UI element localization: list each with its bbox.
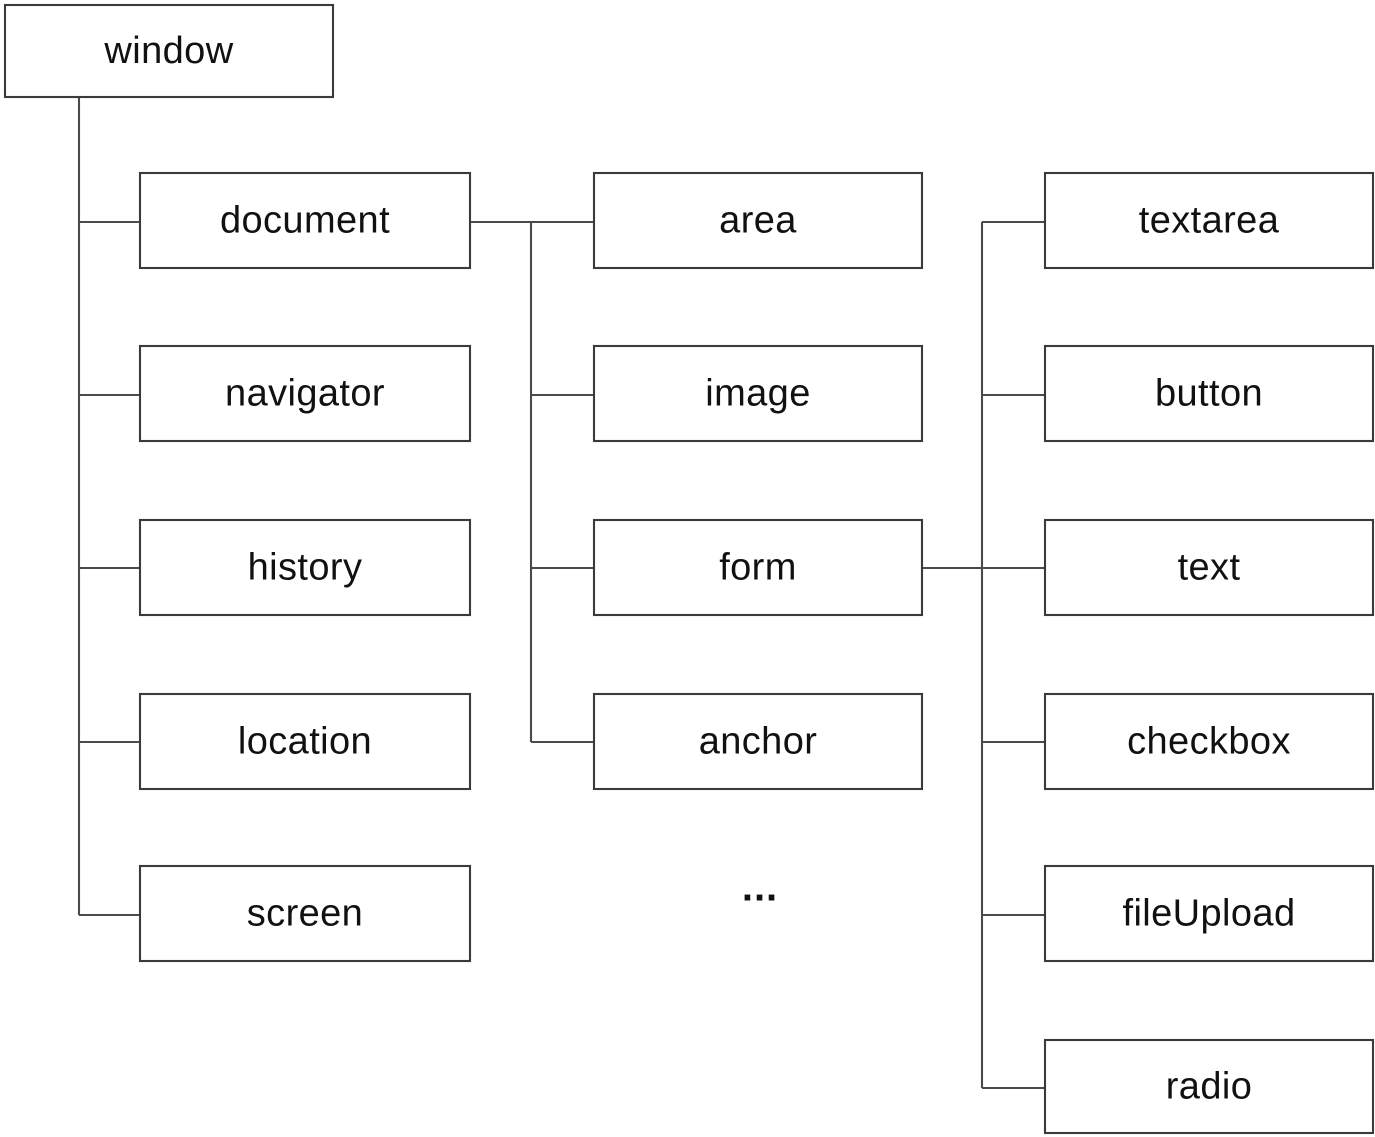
node-label-history: history (248, 547, 363, 589)
node-button[interactable]: button (1043, 344, 1375, 443)
annotations-layer: ... (742, 866, 778, 910)
node-label-navigator: navigator (225, 373, 385, 415)
node-box-navigator (138, 344, 472, 443)
node-box-form (592, 518, 924, 617)
node-label-image: image (705, 373, 811, 415)
node-box-checkbox (1043, 692, 1375, 791)
node-location[interactable]: location (138, 692, 472, 791)
node-label-checkbox: checkbox (1127, 721, 1291, 763)
node-label-area: area (719, 200, 797, 242)
node-label-textarea: textarea (1139, 200, 1280, 242)
nodes-layer: window document navigator history location sc… (3, 3, 1375, 1135)
ellipsis-more-elements: ... (742, 866, 778, 910)
node-fileUpload[interactable]: fileUpload (1043, 864, 1375, 963)
node-label-form: form (719, 547, 797, 589)
node-checkbox[interactable]: checkbox (1043, 692, 1375, 791)
node-box-textarea (1043, 171, 1375, 270)
node-box-history (138, 518, 472, 617)
node-anchor[interactable]: anchor (592, 692, 924, 791)
node-box-button (1043, 344, 1375, 443)
node-box-fileUpload (1043, 864, 1375, 963)
node-box-area (592, 171, 924, 270)
node-box-document (138, 171, 472, 270)
node-text[interactable]: text (1043, 518, 1375, 617)
node-navigator[interactable]: navigator (138, 344, 472, 443)
node-screen[interactable]: screen (138, 864, 472, 963)
node-box-anchor (592, 692, 924, 791)
node-form[interactable]: form (592, 518, 924, 617)
node-radio[interactable]: radio (1043, 1038, 1375, 1135)
node-box-radio (1043, 1038, 1375, 1135)
node-label-text: text (1178, 547, 1241, 589)
edges-layer (77, 97, 1045, 1090)
node-window[interactable]: window (3, 3, 335, 99)
node-box-window (3, 3, 335, 99)
node-label-button: button (1155, 373, 1263, 415)
node-box-image (592, 344, 924, 443)
node-box-text (1043, 518, 1375, 617)
node-textarea[interactable]: textarea (1043, 171, 1375, 270)
node-box-location (138, 692, 472, 791)
node-image[interactable]: image (592, 344, 924, 443)
node-label-screen: screen (247, 893, 363, 935)
node-label-fileUpload: fileUpload (1123, 893, 1296, 935)
node-label-document: document (220, 200, 390, 242)
node-label-radio: radio (1166, 1066, 1253, 1108)
node-box-screen (138, 864, 472, 963)
node-document[interactable]: document (138, 171, 472, 270)
node-label-window: window (103, 30, 233, 72)
node-area[interactable]: area (592, 171, 924, 270)
node-label-location: location (238, 721, 372, 763)
node-label-anchor: anchor (699, 721, 818, 763)
node-history[interactable]: history (138, 518, 472, 617)
